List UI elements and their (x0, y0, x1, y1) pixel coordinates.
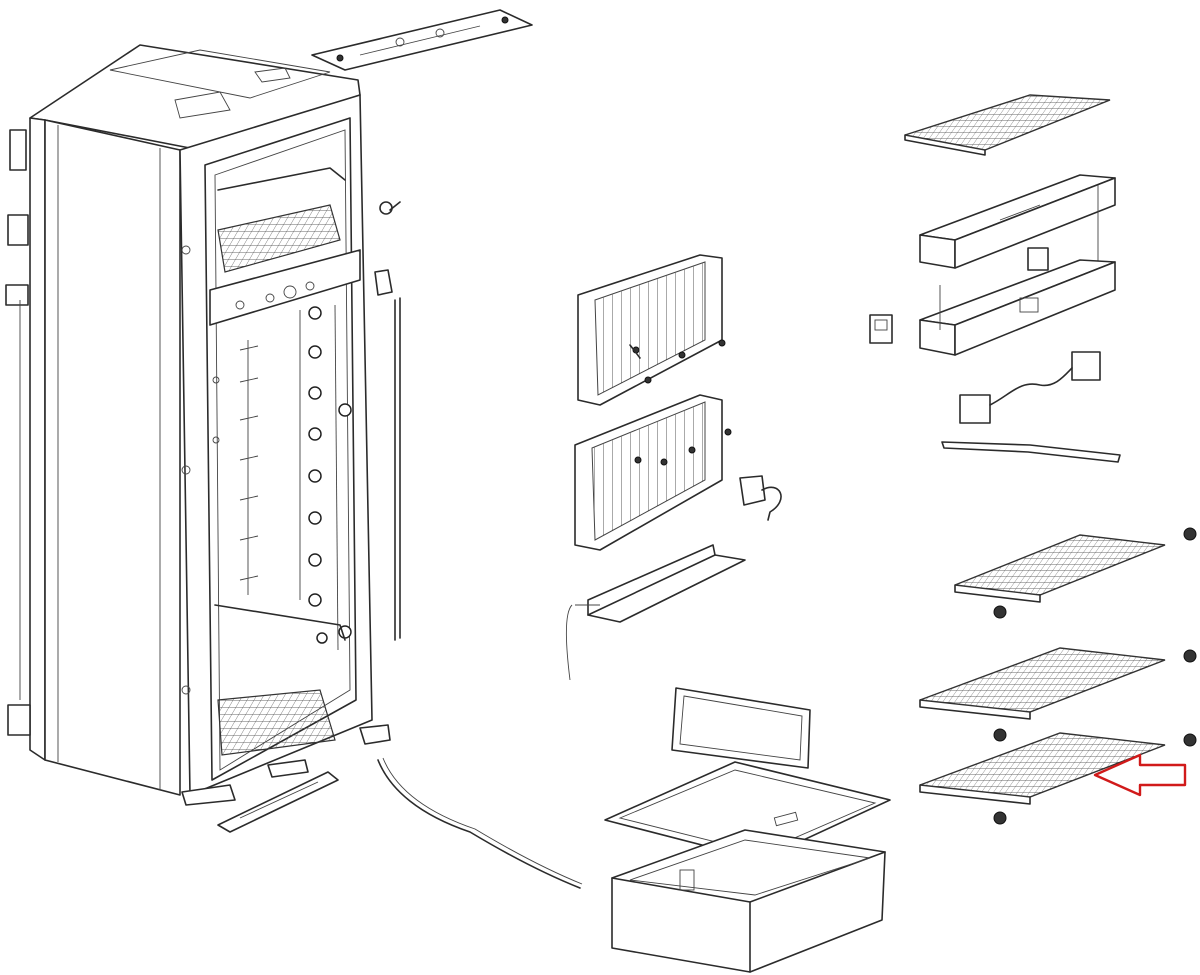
drip-tray (566, 544, 746, 681)
wire-shelf-1 (954, 527, 1197, 619)
crisper-drawer (611, 829, 886, 973)
door-lock-part (869, 314, 893, 344)
wire-shelf-2 (919, 647, 1197, 742)
door-bin-lower (919, 247, 1116, 356)
drain-hose (377, 757, 583, 889)
top-wire-shelf (904, 94, 1111, 156)
evaporator-upper (577, 254, 726, 406)
top-mounting-bracket (311, 9, 533, 71)
evaporator-lower (574, 394, 732, 551)
door-bin-upper (919, 174, 1116, 269)
highlight-arrow-icon (1093, 753, 1187, 797)
thermostat-bracket (739, 475, 782, 521)
refrigerator-cabinet (5, 44, 391, 806)
lamp-assembly (959, 351, 1101, 424)
door-bar (941, 441, 1121, 463)
wire-shelf-3-highlighted (919, 732, 1197, 825)
crisper-glass-cover (671, 687, 811, 769)
bottom-bracket (217, 771, 339, 833)
screw-icon (379, 201, 401, 215)
door-hinge (374, 269, 401, 641)
